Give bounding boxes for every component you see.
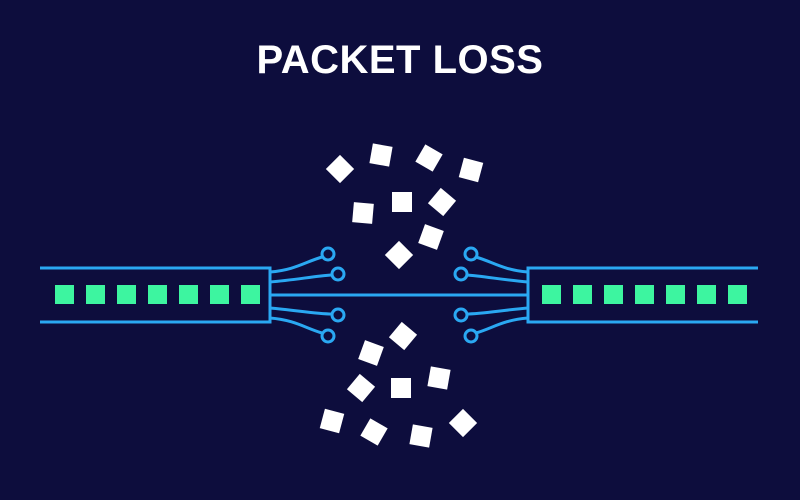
left-cable-packets [55, 285, 260, 304]
lost-packet [409, 424, 433, 448]
data-packet [117, 285, 136, 304]
right-cable-packets [542, 285, 747, 304]
data-packet [666, 285, 685, 304]
lost-packet [360, 418, 388, 446]
lost-packet [391, 378, 411, 398]
right-cable [453, 246, 758, 344]
data-packet [241, 285, 260, 304]
right-wire-4 [475, 316, 529, 335]
left-wire-node-icon [330, 266, 346, 282]
lost-packet [346, 373, 376, 403]
data-packet [573, 285, 592, 304]
lost-packet [458, 157, 484, 183]
data-packet [179, 285, 198, 304]
left-wire-4 [269, 316, 323, 335]
lost-packet [369, 143, 393, 167]
lost-packet [392, 192, 412, 212]
lost-packet [319, 408, 345, 434]
lost-packet [388, 321, 418, 351]
left-wire-2 [269, 273, 333, 284]
data-packet [86, 285, 105, 304]
right-wire-node-icon [463, 328, 479, 344]
page-title: PACKET LOSS [256, 38, 544, 82]
lost-packet [448, 408, 478, 438]
data-packet [148, 285, 167, 304]
data-packet [542, 285, 561, 304]
left-wire-node-icon [320, 246, 336, 262]
right-wire-2 [465, 273, 529, 284]
lost-packet [352, 202, 374, 224]
right-wire-3 [465, 306, 529, 316]
lost-packet [427, 366, 451, 390]
left-wire-node-icon [330, 307, 346, 323]
data-packet [728, 285, 747, 304]
data-packet [635, 285, 654, 304]
data-packet [697, 285, 716, 304]
right-wire-node-icon [463, 246, 479, 262]
right-wire-node-icon [453, 307, 469, 323]
lost-packets-top [325, 143, 484, 270]
data-packet [604, 285, 623, 304]
data-packet [55, 285, 74, 304]
left-wire-1 [269, 255, 323, 274]
lost-packets-bottom [319, 321, 478, 448]
lost-packet [384, 240, 414, 270]
left-wire-node-icon [320, 328, 336, 344]
right-wire-1 [475, 255, 529, 274]
left-wire-3 [269, 306, 333, 316]
data-packet [210, 285, 229, 304]
lost-packet [358, 340, 384, 366]
lost-packet [325, 154, 355, 184]
lost-packet [427, 187, 457, 217]
lost-packet [418, 224, 444, 250]
lost-packet [415, 144, 443, 172]
right-wire-node-icon [453, 266, 469, 282]
